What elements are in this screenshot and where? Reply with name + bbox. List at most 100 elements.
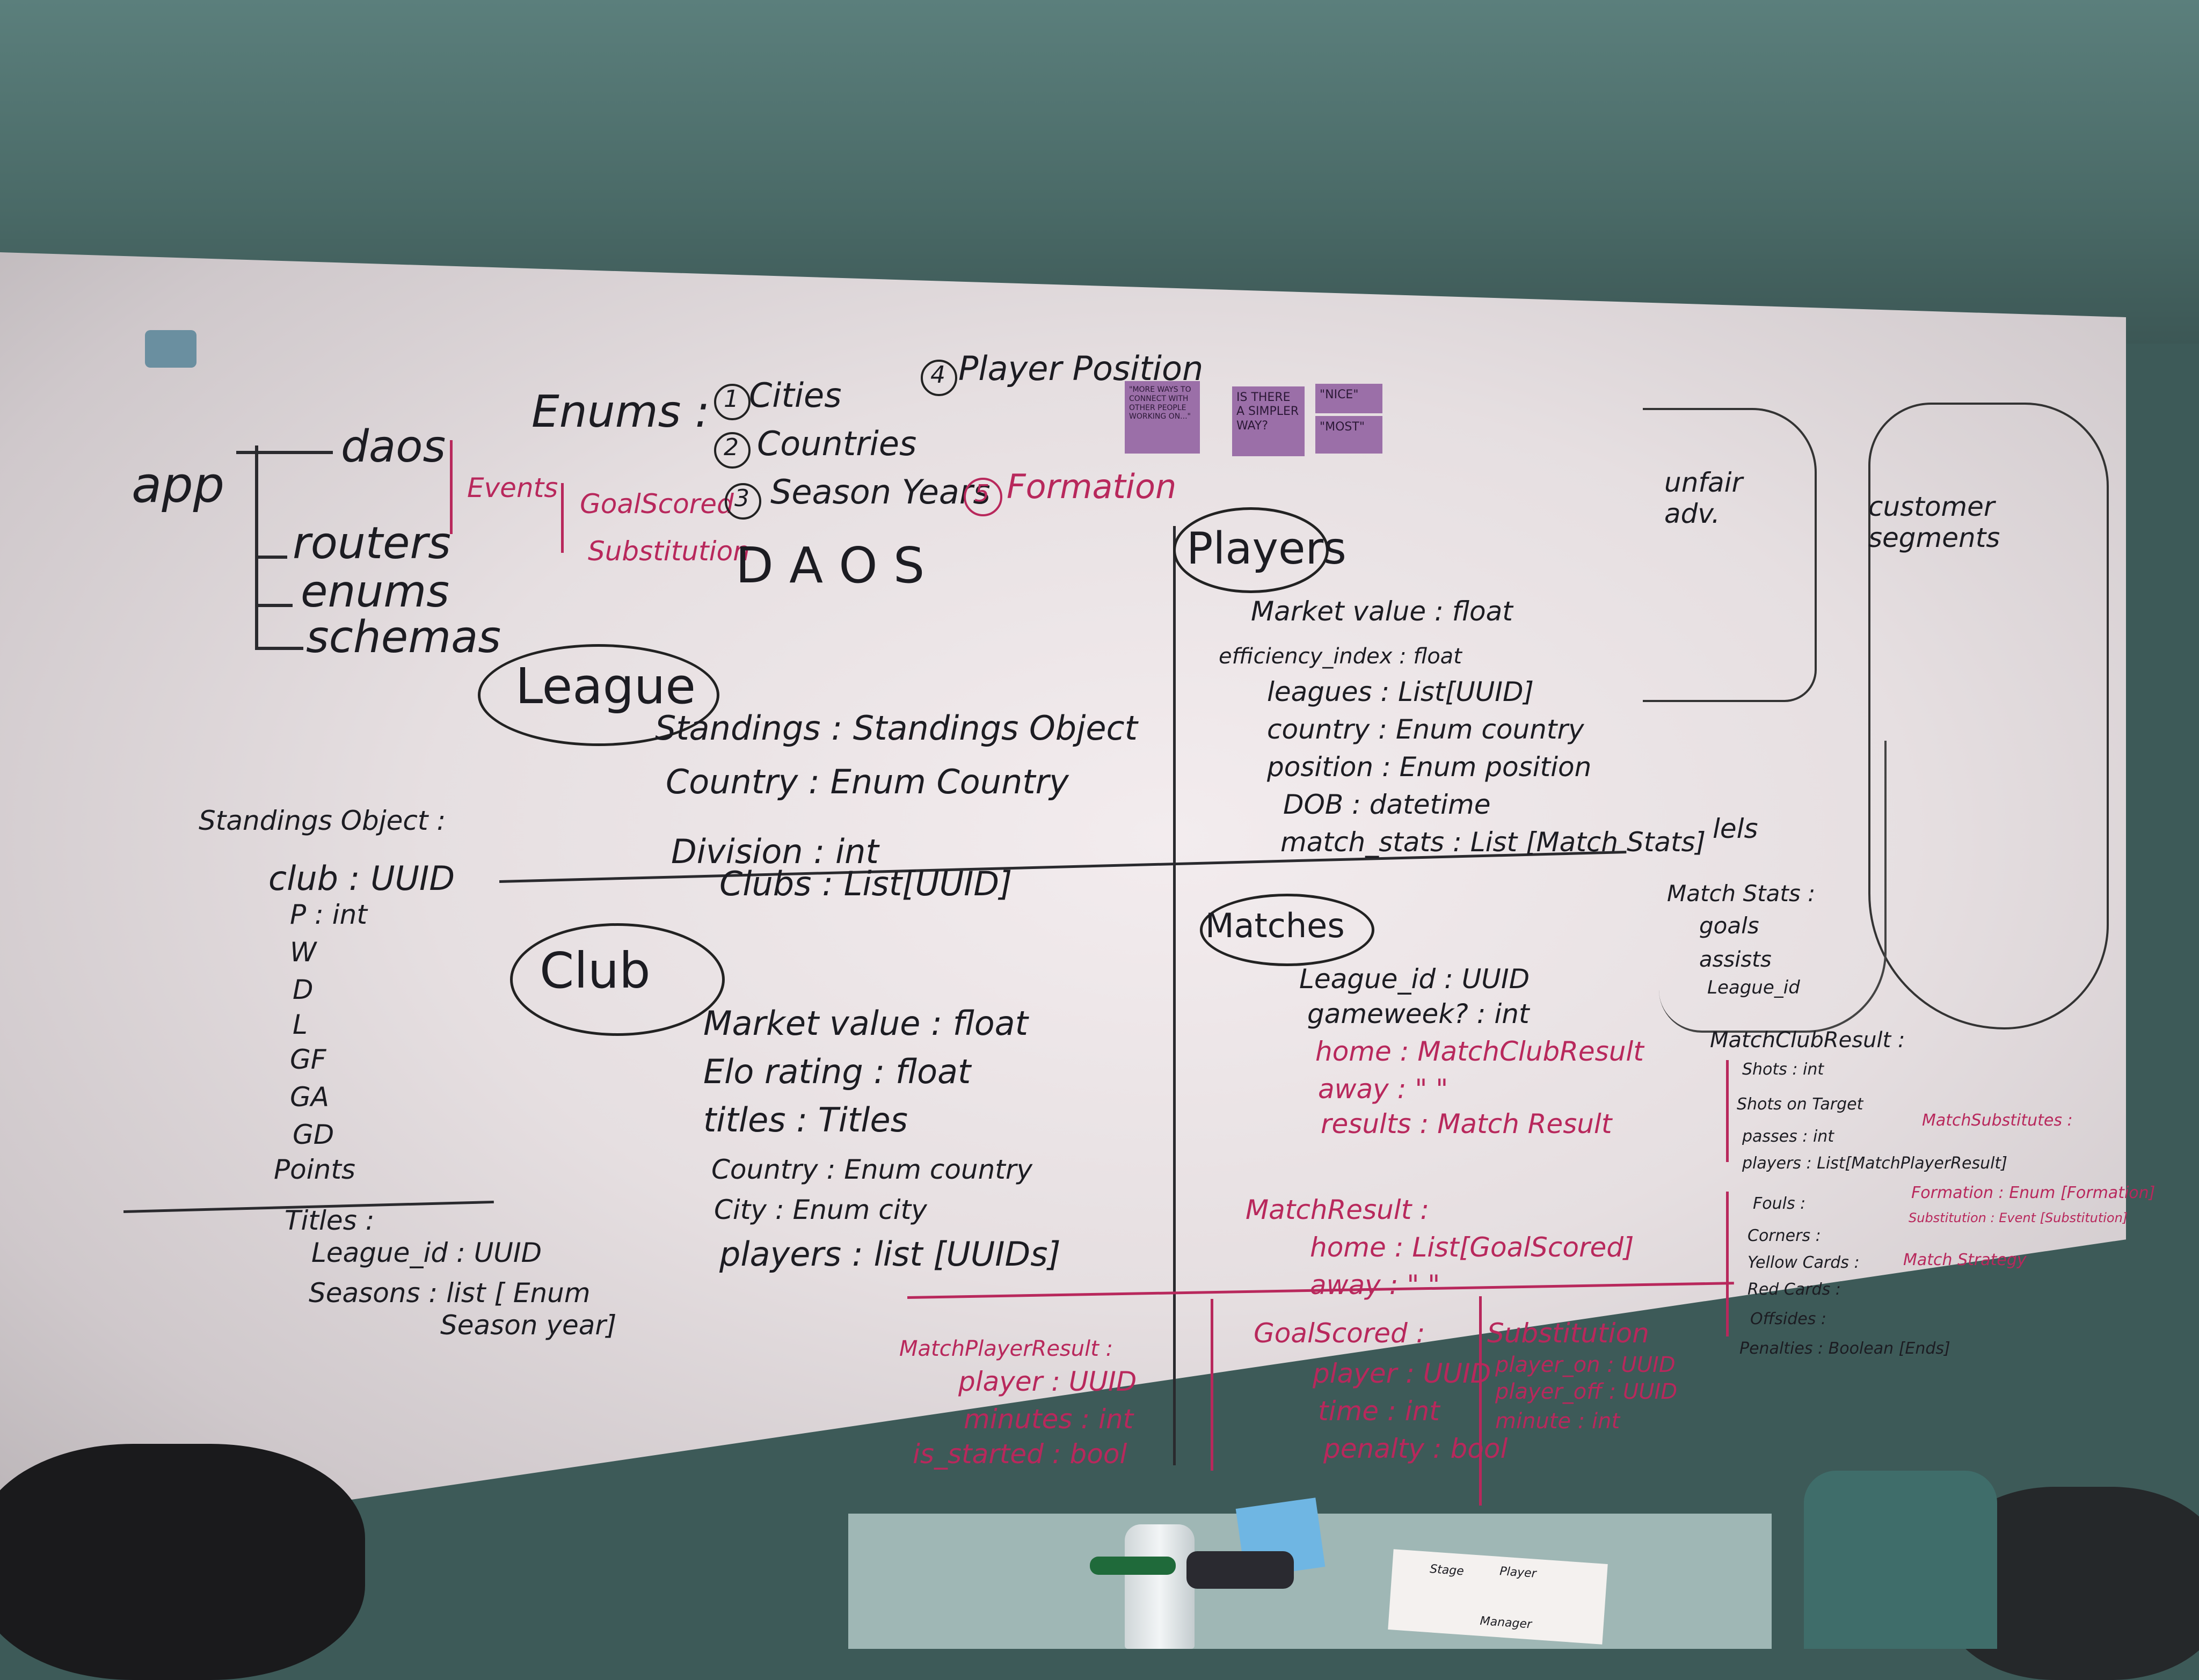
mcr-field-passes: passes : int <box>1742 1127 1834 1146</box>
tree-root: app <box>132 456 225 514</box>
league-field-standings: Standings : Standings Object <box>655 708 1138 748</box>
enum-season-years: Season Years <box>770 472 991 512</box>
match-substitutes-strategy: Match Strategy <box>1903 1251 2027 1269</box>
enum-number-1 <box>714 384 751 420</box>
mcr-field-offsides: Offsides : <box>1750 1310 1827 1328</box>
match-result-field-home: home : List[GoalScored] <box>1310 1232 1634 1263</box>
club-field-players: players : list [UUIDs] <box>719 1235 1061 1274</box>
matches-field-home: home : MatchClubResult <box>1315 1036 1644 1067</box>
sticky-note-2: IS THERE A SIMPLER WAY? <box>1232 386 1305 456</box>
matches-field-league-id: League_id : UUID <box>1299 963 1530 995</box>
sanitizer-bottle <box>1125 1524 1195 1649</box>
mcr-field-players: players : List[MatchPlayerResult] <box>1742 1154 2007 1173</box>
standings-field-ga: GA <box>290 1082 329 1113</box>
match-substitutes-formation: Formation : Enum [Formation] <box>1911 1184 2156 1202</box>
bottom-divider-2 <box>1479 1296 1482 1506</box>
table-paper: Stage Player Manager <box>1388 1549 1608 1645</box>
standings-field-club: club : UUID <box>268 859 455 898</box>
channels-label-fragment: lels <box>1713 813 1758 844</box>
goal-scored-field-player: player : UUID <box>1313 1358 1491 1389</box>
players-field-dob: DOB : datetime <box>1283 789 1491 820</box>
quadrant-vertical-divider <box>1173 526 1176 1465</box>
marker-green <box>1090 1557 1176 1575</box>
mcr-field-corners: Corners : <box>1747 1226 1821 1245</box>
enum-number-4 <box>921 360 957 396</box>
enums-label: Enums : <box>531 386 710 437</box>
titles-field-seasons: Seasons : list [ Enum <box>309 1277 591 1309</box>
standings-field-w: W <box>290 937 317 968</box>
standings-field-l: L <box>293 1009 308 1040</box>
goal-scored-field-penalty: penalty : bool <box>1323 1433 1508 1464</box>
match-player-result-field-minutes: minutes : int <box>964 1404 1134 1435</box>
players-field-position: position : Enum position <box>1267 751 1592 783</box>
tree-branch-schemas-line <box>255 647 303 650</box>
enum-number-3 <box>725 483 761 520</box>
bottom-divider-1 <box>1211 1299 1213 1471</box>
match-stats-title: Match Stats : <box>1667 880 1816 907</box>
players-field-market-value: Market value : float <box>1251 596 1513 627</box>
mcr-field-yellow-cards: Yellow Cards : <box>1747 1253 1860 1272</box>
events-bracket <box>450 440 453 534</box>
standings-object-title: Standings Object : <box>199 805 446 836</box>
goal-scored-title: GoalScored : <box>1254 1318 1425 1349</box>
players-field-leagues: leagues : List[UUID] <box>1267 676 1534 707</box>
mcr-field-shots-on-target: Shots on Target <box>1737 1095 1863 1114</box>
bag-left <box>0 1444 365 1680</box>
tree-branch-schemas: schemas <box>306 612 501 663</box>
players-field-country: country : Enum country <box>1267 714 1584 745</box>
titles-title: Titles : <box>285 1205 375 1236</box>
tree-branch-enums: enums <box>301 566 449 617</box>
match-result-field-away: away : " " <box>1310 1269 1440 1301</box>
substitution-field-minute: minute : int <box>1495 1409 1620 1434</box>
enum-number-2 <box>714 432 751 469</box>
sticky-note-4: "MOST" <box>1315 416 1382 454</box>
customer-segments-label: customer segments <box>1868 491 2000 553</box>
club-field-elo: Elo rating : float <box>703 1052 971 1091</box>
match-club-result-bracket <box>1726 1060 1729 1162</box>
channels-box <box>1659 741 1887 1033</box>
substitution-field-player-off: player_off : UUID <box>1495 1379 1678 1404</box>
league-field-country: Country : Enum Country <box>666 762 1069 801</box>
tree-branch-daos: daos <box>341 421 446 472</box>
league-field-division: Division : int <box>671 832 879 871</box>
matches-field-results: results : Match Result <box>1321 1108 1612 1140</box>
markers-pile <box>1186 1551 1294 1589</box>
match-club-result-bracket-2 <box>1726 1192 1729 1336</box>
standings-field-gd: GD <box>293 1119 334 1150</box>
enum-cities: Cities <box>749 376 842 415</box>
players-field-efficiency: efficiency_index : float <box>1219 644 1462 669</box>
match-stats-field-goals: goals <box>1699 912 1759 939</box>
standings-field-gf: GF <box>290 1044 326 1075</box>
mcr-field-fouls: Fouls : <box>1753 1194 1806 1213</box>
cushion <box>1804 1471 1997 1649</box>
events-label: Events <box>467 472 558 503</box>
match-player-result-field-player: player : UUID <box>958 1366 1137 1397</box>
club-title: Club <box>540 942 651 999</box>
enum-formation: Formation <box>1007 467 1177 506</box>
club-field-market-value: Market value : float <box>703 1004 1028 1043</box>
matches-field-away: away : " " <box>1318 1073 1448 1105</box>
match-stats-field-league-id: League_id <box>1707 977 1800 998</box>
sticky-note-1: "MORE WAYS TO CONNECT WITH OTHER PEOPLE … <box>1125 381 1200 454</box>
league-field-clubs: Clubs : List[UUID] <box>719 864 1013 903</box>
enum-number-5 <box>964 478 1002 516</box>
club-field-country: Country : Enum country <box>711 1154 1033 1185</box>
club-field-city: City : Enum city <box>714 1194 927 1225</box>
match-stats-field-assists: assists <box>1699 947 1772 972</box>
standings-field-points: Points <box>274 1154 355 1185</box>
matches-title: Matches <box>1205 906 1345 945</box>
mcr-field-penalties: Penalties : Boolean [Ends] <box>1739 1339 1950 1358</box>
club-circle <box>510 923 725 1036</box>
board-magnet <box>145 330 196 368</box>
league-title: League <box>515 658 696 715</box>
players-field-match-stats: match_stats : List [Match Stats] <box>1280 827 1706 858</box>
match-substitutes-substitution: Substitution : Event [Substitution] <box>1909 1210 2128 1225</box>
standings-field-p: P : int <box>290 899 367 930</box>
customer-segments-box <box>1868 403 2109 1029</box>
enum-countries: Countries <box>757 424 917 463</box>
table-paper-stage: Stage <box>1429 1562 1465 1579</box>
tree-branch-routers: routers <box>293 518 451 569</box>
events-children-bracket <box>561 483 564 553</box>
match-result-title: MatchResult : <box>1246 1194 1430 1225</box>
mcr-field-red-cards: Red Cards : <box>1747 1280 1841 1299</box>
